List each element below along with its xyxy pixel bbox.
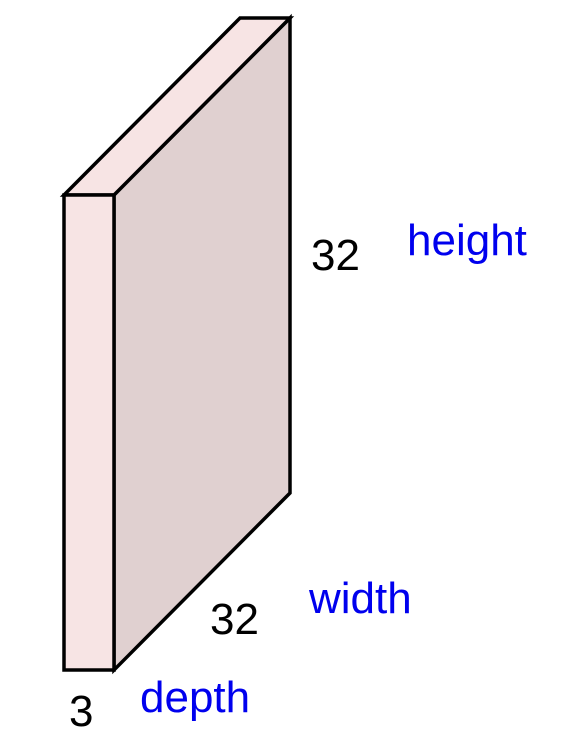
- depth-label: depth: [140, 673, 250, 722]
- volume-front-face: [62, 193, 116, 672]
- height-value: 32: [311, 231, 360, 280]
- input-volume-box: [59, 13, 295, 675]
- height-label: height: [407, 216, 527, 265]
- width-value: 32: [210, 595, 259, 644]
- depth-value: 3: [69, 687, 93, 736]
- width-label: width: [308, 574, 412, 623]
